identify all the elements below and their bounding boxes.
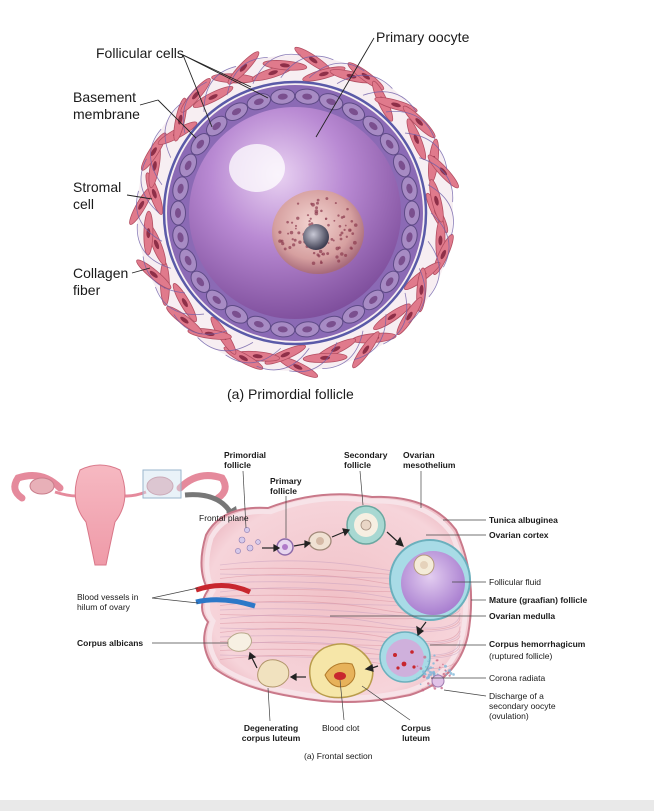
collagen-fiber bbox=[322, 330, 364, 370]
label-collagen-fiber: Collagen fiber bbox=[73, 265, 129, 298]
label-ovarian-cortex: Ovarian cortex bbox=[489, 530, 549, 540]
collagen-fiber bbox=[225, 347, 282, 364]
ovary-frontal-section bbox=[195, 493, 473, 704]
label-blood-clot: Blood clot bbox=[322, 723, 360, 733]
blood-clot bbox=[334, 672, 346, 680]
caption-frontal-section: (a) Frontal section bbox=[304, 751, 373, 761]
collagen-fiber bbox=[427, 241, 440, 298]
label-discharge-secondary-oocyte: Discharge of a secondary oocyte (ovulati… bbox=[489, 691, 556, 722]
label-mature-follicle: Mature (graafian) follicle bbox=[489, 595, 588, 605]
collagen-fiber bbox=[353, 314, 387, 360]
collagen-fiber bbox=[430, 212, 450, 268]
label-tunica-albuginea: Tunica albuginea bbox=[489, 515, 558, 525]
label-blood-vessels: Blood vessels in hilum of ovary bbox=[77, 592, 139, 613]
collagen-fiber bbox=[164, 102, 182, 158]
collagen-fiber bbox=[203, 66, 237, 112]
label-primary-oocyte: Primary oocyte bbox=[376, 29, 470, 45]
collagen-fiber bbox=[427, 184, 454, 236]
label-corpus-luteum: Corpus luteum bbox=[401, 723, 431, 744]
primordial-follicle-illustration bbox=[129, 46, 459, 378]
collagen-fiber bbox=[419, 157, 454, 203]
label-stromal-cell: Stromal cell bbox=[73, 179, 122, 212]
collagen-fiber bbox=[362, 91, 417, 112]
collagen-fiber bbox=[173, 314, 228, 335]
basement-membrane bbox=[162, 80, 428, 346]
collagen-fiber bbox=[155, 286, 205, 315]
collagen-fibers bbox=[136, 53, 454, 373]
blood-vessel-red bbox=[195, 583, 252, 595]
collagen-fiber bbox=[308, 62, 365, 79]
collagen-fiber bbox=[140, 158, 160, 214]
corpus-albicans bbox=[227, 632, 252, 652]
collagen-fiber bbox=[256, 348, 310, 371]
label-corpus-hemorrhagicum: Corpus hemorrhagicum bbox=[489, 639, 586, 649]
label-basement-membrane: Basement membrane bbox=[73, 89, 140, 122]
label-follicular-cells: Follicular cells bbox=[96, 45, 184, 61]
collagen-fiber bbox=[280, 55, 334, 78]
blood-vessel-blue bbox=[195, 597, 256, 609]
uterus-inset bbox=[11, 464, 229, 566]
follicular-cells bbox=[170, 88, 420, 338]
frontal-plane-box bbox=[142, 469, 182, 499]
label-ovarian-medulla: Ovarian medulla bbox=[489, 611, 556, 621]
collagen-fiber bbox=[226, 56, 268, 96]
degenerating-corpus-luteum bbox=[257, 659, 290, 688]
collagen-fiber bbox=[408, 268, 426, 324]
collagen-fiber bbox=[136, 223, 171, 269]
collagen-fiber bbox=[252, 53, 301, 84]
collagen-fiber bbox=[385, 111, 435, 140]
tunica-albuginea-layer bbox=[204, 496, 469, 701]
nucleolus bbox=[303, 224, 329, 250]
collagen-fiber bbox=[142, 256, 186, 294]
collagen-fiber bbox=[336, 74, 393, 89]
corona-radiata bbox=[431, 674, 445, 688]
bottom-bar bbox=[0, 800, 654, 811]
label-ruptured-follicle: (ruptured follicle) bbox=[489, 651, 553, 661]
caption-primordial-follicle: (a) Primordial follicle bbox=[227, 386, 354, 402]
leader-lines-b bbox=[151, 470, 487, 722]
label-primordial-follicle: Primordial follicle bbox=[224, 450, 267, 471]
collagen-fiber bbox=[182, 81, 207, 134]
label-ovarian-mesothelium: Ovarian mesothelium bbox=[403, 450, 456, 471]
leader-lines-a bbox=[126, 37, 375, 274]
collagen-fiber bbox=[383, 292, 408, 345]
label-frontal-plane: Frontal plane bbox=[199, 513, 249, 523]
primordial-follicles bbox=[235, 527, 261, 554]
collagen-fiber bbox=[404, 132, 448, 170]
label-degenerating-corpus-luteum: Degenerating corpus luteum bbox=[241, 723, 301, 744]
collagen-fiber bbox=[197, 337, 254, 352]
label-corona-radiata: Corona radiata bbox=[489, 673, 546, 683]
collagen-fiber bbox=[289, 342, 338, 373]
frontal-plane-arrow bbox=[184, 492, 235, 517]
label-secondary-follicle: Secondary follicle bbox=[344, 450, 388, 471]
label-primary-follicle: Primary follicle bbox=[270, 476, 302, 497]
collagen-fiber bbox=[150, 128, 163, 185]
label-follicular-fluid: Follicular fluid bbox=[489, 577, 541, 587]
oocyte-highlight bbox=[229, 144, 285, 192]
label-corpus-albicans: Corpus albicans bbox=[77, 638, 144, 648]
sequence-arrows bbox=[248, 528, 427, 682]
